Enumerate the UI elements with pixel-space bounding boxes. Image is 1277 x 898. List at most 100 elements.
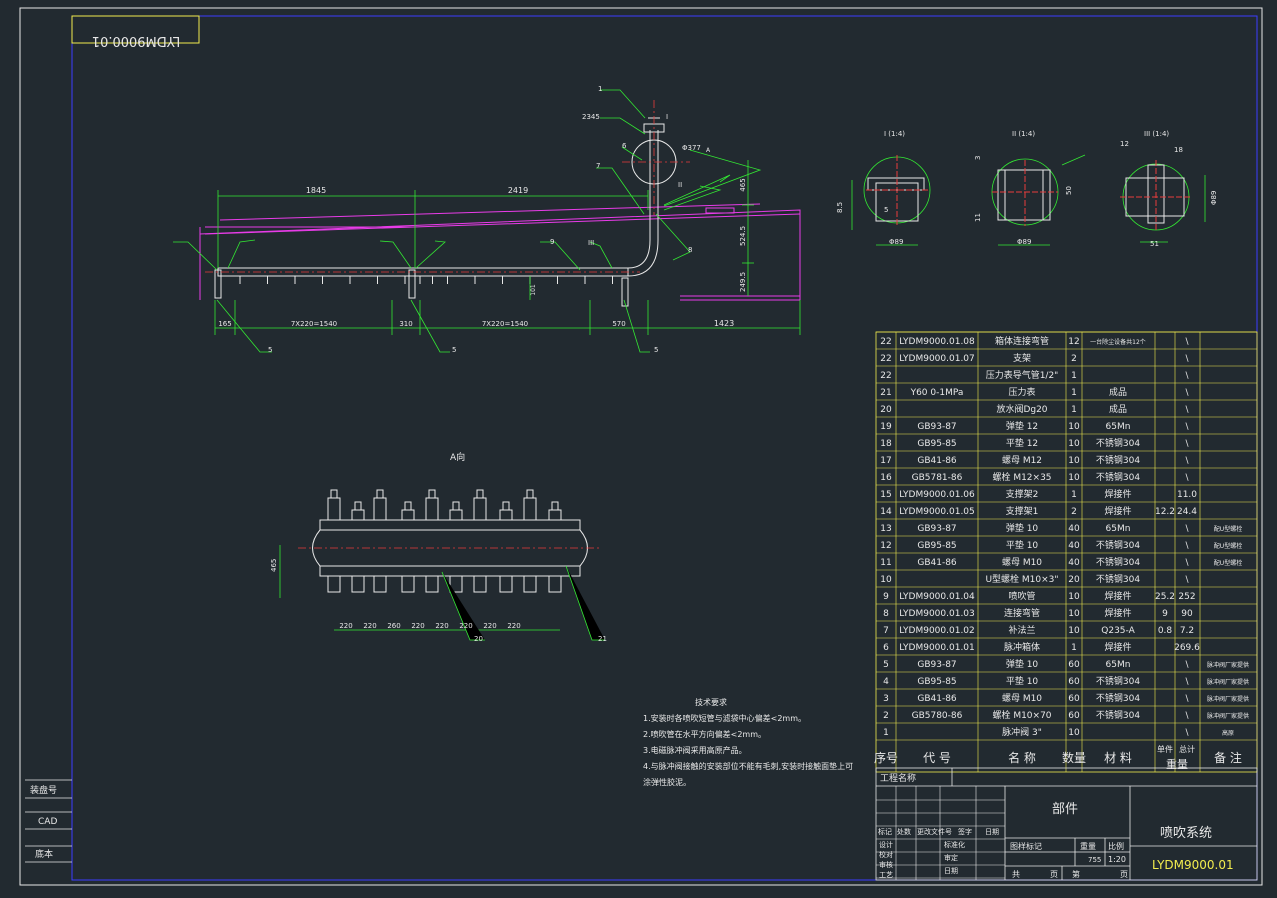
dim-bottom-1: 7X220=1540 — [291, 320, 337, 328]
bom-cell: 支架 — [1013, 352, 1031, 364]
blow-pipe-stub — [351, 575, 365, 593]
valve-cap — [476, 489, 484, 499]
balloon-III: III — [588, 239, 594, 247]
bom-cell: 焊接件 — [1104, 590, 1131, 602]
view-a-dim: 220 — [363, 622, 376, 630]
balloon-8: 8 — [688, 246, 692, 254]
tech-item-2: 3.电磁脉冲阀采用高原产品。 — [643, 745, 747, 755]
bom-cell: LYDM9000.01.05 — [899, 507, 975, 517]
title-name: 喷吹系统 — [1160, 826, 1212, 841]
side-label-1: CAD — [38, 817, 57, 827]
blow-pipe-stub — [548, 575, 562, 593]
balloon-6: 6 — [622, 142, 627, 150]
outer-frame — [19, 7, 1263, 886]
bom-cell: 焊接件 — [1104, 607, 1131, 619]
bom-cell: \ — [1185, 575, 1189, 585]
bom-cell: 螺栓 M10×70 — [992, 709, 1051, 721]
code-stamp-text: LYDM9000.01 — [92, 33, 180, 48]
bom-cell: GB93-87 — [917, 422, 956, 432]
code-stamp-box: LYDM9000.01 — [71, 15, 200, 48]
detail-title-II: II (1:4) — [1012, 130, 1035, 138]
detail-III-dim-3: 51 — [1150, 240, 1159, 248]
bom-cell: \ — [1185, 439, 1189, 449]
bom-cell: 12 — [1068, 337, 1079, 347]
bom-cell: 24.4 — [1177, 507, 1197, 517]
bom-cell: GB93-87 — [917, 660, 956, 670]
blow-pipe-stub — [523, 575, 537, 593]
bom-cell: GB93-87 — [917, 524, 956, 534]
bom-cell: 配U型螺栓 — [1214, 542, 1242, 550]
detail-III-dim-1: 18 — [1174, 146, 1183, 154]
bom-cell: 不锈钢304 — [1096, 692, 1140, 704]
detail-I-dim-0: 8.5 — [836, 202, 844, 213]
side-label-0: 装盘号 — [30, 784, 57, 796]
bom-cell: 65Mn — [1106, 660, 1131, 670]
bom-cell: 弹垫 12 — [1006, 420, 1038, 432]
bom-cell: \ — [1185, 660, 1189, 670]
bom-cell: 压力表导气管1/2" — [986, 369, 1059, 381]
bom-cell: \ — [1185, 541, 1189, 551]
bom-cell: GB41-86 — [917, 694, 957, 704]
tech-title: 技术要求 — [695, 697, 727, 707]
bom-cell: 21 — [880, 388, 891, 398]
bom-cell: \ — [1185, 337, 1189, 347]
bom-cell: 2 — [883, 711, 889, 721]
bom-cell: 13 — [880, 524, 891, 534]
bom-cell: 配U型螺栓 — [1214, 525, 1242, 533]
bom-cell: 一台除尘设备共12个 — [1090, 338, 1146, 346]
blow-pipe-stub — [327, 575, 341, 593]
detail-II-dim-2: 50 — [1065, 186, 1073, 195]
dim-left-small: 101 — [530, 284, 537, 296]
footer-0: 共 — [1012, 870, 1020, 879]
balloon-9: 9 — [550, 238, 554, 246]
bom-cell: 11 — [880, 558, 891, 568]
bom-cell: 不锈钢304 — [1096, 454, 1140, 466]
project-label: 工程名称 — [880, 772, 916, 784]
bom-header-cell: 数量 — [1062, 750, 1086, 765]
bom-cell: 9 — [1162, 609, 1168, 619]
bom-cell: GB5781-86 — [912, 473, 963, 483]
sign-col-label: 更改文件号 — [917, 827, 952, 836]
bom-cell: 0.8 — [1158, 626, 1173, 636]
bom-cell: 10 — [1068, 609, 1080, 619]
bom-cell: 焊接件 — [1104, 641, 1131, 653]
valve-cap — [376, 489, 384, 499]
bom-cell: 40 — [1068, 524, 1080, 534]
bom-cell: 高原 — [1222, 729, 1234, 737]
detail-views: I (1:4) 8.5 5 Φ89 II (1:4) 3 11 50 Φ89 I… — [836, 130, 1218, 248]
dim-top-1: 2419 — [508, 186, 528, 195]
detail-I-dim-1: 5 — [884, 206, 888, 214]
view-a-dim: 220 — [483, 622, 496, 630]
bom-cell: \ — [1185, 473, 1189, 483]
view-a-balloon-0: 20 — [474, 635, 483, 643]
bom-cell: GB95-85 — [917, 541, 956, 551]
bom-cell: 压力表 — [1008, 386, 1035, 398]
std-label: 日期 — [944, 867, 958, 875]
bom-cell: LYDM9000.01.08 — [899, 337, 975, 347]
balloon-5a: 5 — [268, 346, 272, 354]
blow-pipe-stub — [473, 575, 487, 593]
bom-cell: 10 — [1068, 439, 1080, 449]
bom-cell: 成品 — [1109, 386, 1127, 398]
view-a-left-dim: 465 — [270, 559, 278, 572]
valve-cap — [354, 501, 362, 511]
bom-cell: GB41-86 — [917, 456, 957, 466]
balloon-I: I — [666, 113, 668, 121]
bom-cell: 252 — [1178, 592, 1195, 602]
tech-item-4: 涂弹性胶泥。 — [643, 777, 691, 787]
sign-row-label: 工艺 — [879, 871, 893, 879]
bom-cell: 60 — [1068, 660, 1080, 670]
bom-cell: 脉冲阀厂家提供 — [1207, 661, 1249, 669]
dim-right-0: 465 — [739, 178, 747, 191]
bom-cell: 5 — [883, 660, 889, 670]
valve-cap — [502, 501, 510, 511]
bom-cell: 喷吹管 — [1008, 590, 1035, 602]
balloon-5c: 5 — [654, 346, 658, 354]
valve-cap — [428, 489, 436, 499]
std-label: 审定 — [944, 853, 958, 862]
side-label-2: 底本 — [35, 848, 53, 860]
bom-cell: GB41-86 — [917, 558, 957, 568]
view-a-dim: 220 — [459, 622, 472, 630]
view-a-title: A向 — [450, 451, 465, 463]
